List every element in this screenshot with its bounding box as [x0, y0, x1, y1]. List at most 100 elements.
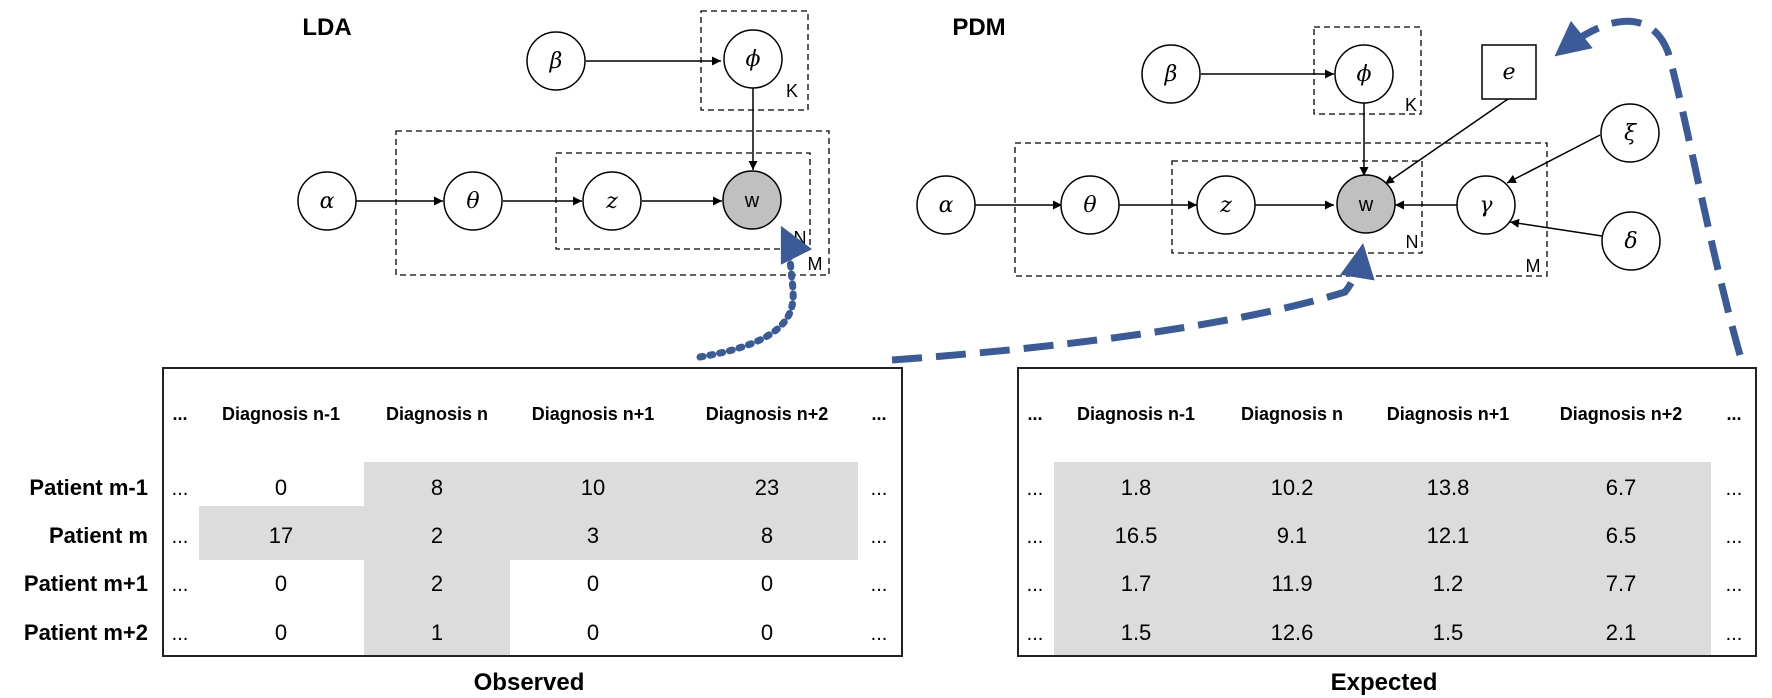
- observed-highlight-row-1: [364, 462, 858, 506]
- pdm-edge-xi-gamma: [1506, 134, 1601, 184]
- observed-cell: 1: [431, 620, 443, 645]
- pdm-node-e-label: e: [1502, 60, 1515, 85]
- observed-cell: 8: [431, 475, 443, 500]
- expected-cell: 6.7: [1606, 475, 1637, 500]
- lda-node-alpha: [297, 171, 357, 231]
- expected-cell: 6.5: [1606, 523, 1637, 548]
- observed-ellipsis-header-right: ...: [871, 404, 886, 424]
- lda-plate-m-label: M: [808, 254, 823, 274]
- pdm-node-beta: [1141, 44, 1201, 104]
- pdm-node-w-label: w: [1358, 194, 1374, 216]
- observed-cell: 3: [587, 523, 599, 548]
- pdm-plate-m: [1014, 142, 1548, 277]
- observed-cell: 17: [269, 523, 293, 548]
- observed-highlight-row-2: [199, 506, 858, 560]
- expected-header-n-minus-1: Diagnosis n-1: [1077, 404, 1195, 424]
- lda-node-theta-label: θ: [466, 189, 479, 214]
- pdm-plate-n-label: N: [1406, 232, 1419, 252]
- expected-header-n-plus-1: Diagnosis n+1: [1387, 404, 1510, 424]
- lda-node-theta: [443, 171, 503, 231]
- pdm-node-delta: [1601, 211, 1661, 271]
- expected-ellipsis-right: ...: [1726, 574, 1743, 596]
- lda-plate-k-label: K: [786, 81, 798, 101]
- pdm-node-z: [1196, 175, 1256, 235]
- expected-cell: 2.1: [1606, 620, 1637, 645]
- observed-header-n: Diagnosis n: [386, 404, 488, 424]
- observed-ellipsis-right: ...: [871, 526, 888, 548]
- lda-model: LDA K M N β ϕ α θ z w: [297, 10, 830, 276]
- observed-cell: 0: [275, 620, 287, 645]
- lda-node-w: [722, 170, 782, 230]
- observed-row-label: Patient m+1: [24, 571, 148, 596]
- expected-ellipsis-header-right: ...: [1726, 404, 1741, 424]
- pdm-node-theta: [1060, 175, 1120, 235]
- expected-caption: Expected: [1331, 669, 1438, 696]
- observed-cell: 0: [587, 620, 599, 645]
- expected-highlight: [1054, 462, 1711, 656]
- pdm-node-gamma: [1456, 175, 1516, 235]
- lda-title: LDA: [302, 14, 351, 41]
- pdm-plate-n: [1171, 160, 1423, 254]
- observed-table: ... Diagnosis n-1 Diagnosis n Diagnosis …: [24, 367, 903, 696]
- expected-table-border: [1017, 367, 1757, 657]
- observed-cell: 10: [581, 475, 605, 500]
- observed-cell: 0: [587, 571, 599, 596]
- expected-cell: 13.8: [1427, 475, 1470, 500]
- lda-plate-n-label: N: [794, 228, 807, 248]
- connector-arrows: [696, 17, 1744, 364]
- expected-cell: 7.7: [1606, 571, 1637, 596]
- expected-cell: 1.2: [1433, 571, 1464, 596]
- expected-ellipsis-left: ...: [1027, 574, 1044, 596]
- expected-ellipsis-left: ...: [1027, 623, 1044, 645]
- observed-highlight-column: [364, 560, 510, 656]
- expected-cell: 12.1: [1427, 523, 1470, 548]
- expected-ellipsis-left: ...: [1027, 526, 1044, 548]
- lda-plate-m: [395, 130, 830, 276]
- expected-table: ... Diagnosis n-1 Diagnosis n Diagnosis …: [1017, 367, 1757, 696]
- observed-header-n-plus-2: Diagnosis n+2: [706, 404, 829, 424]
- expected-cell: 12.6: [1271, 620, 1314, 645]
- pdm-plate-k-label: K: [1405, 95, 1417, 115]
- observed-row-label: Patient m-1: [29, 475, 148, 500]
- observed-cell: 0: [275, 571, 287, 596]
- observed-ellipsis-header-left: ...: [172, 404, 187, 424]
- expected-cell: 1.7: [1121, 571, 1152, 596]
- pdm-node-e: [1481, 44, 1537, 100]
- expected-ellipsis-header-left: ...: [1027, 404, 1042, 424]
- observed-table-border: [162, 367, 903, 657]
- pdm-title: PDM: [952, 14, 1005, 41]
- pdm-edge-delta-gamma: [1509, 218, 1603, 237]
- lda-node-z: [582, 171, 642, 231]
- pdm-plate-m-label: M: [1526, 256, 1541, 276]
- lda-node-w-label: w: [744, 190, 760, 212]
- observed-ellipsis-right: ...: [871, 574, 888, 596]
- pdm-node-alpha-label: α: [939, 193, 954, 218]
- observed-cell: 2: [431, 571, 443, 596]
- pdm-node-phi: [1334, 44, 1394, 104]
- expected-header-n: Diagnosis n: [1241, 404, 1343, 424]
- observed-cell: 8: [761, 523, 773, 548]
- observed-cell: 0: [761, 620, 773, 645]
- observed-cell: 0: [761, 571, 773, 596]
- pdm-node-xi: [1600, 103, 1660, 163]
- pdm-node-w: [1336, 174, 1396, 234]
- lda-node-phi: [723, 29, 783, 89]
- observed-ellipsis-right: ...: [871, 623, 888, 645]
- lda-node-phi-label: ϕ: [746, 47, 761, 72]
- observed-header-n-plus-1: Diagnosis n+1: [532, 404, 655, 424]
- observed-ellipsis-left: ...: [172, 526, 189, 548]
- expected-ellipsis-left: ...: [1027, 478, 1044, 500]
- observed-header-n-minus-1: Diagnosis n-1: [222, 404, 340, 424]
- expected-ellipsis-right: ...: [1726, 478, 1743, 500]
- expected-cell: 1.8: [1121, 475, 1152, 500]
- observed-ellipsis-left: ...: [172, 574, 189, 596]
- lda-node-beta-label: β: [549, 49, 563, 74]
- expected-cell: 9.1: [1277, 523, 1308, 548]
- observed-cell: 0: [275, 475, 287, 500]
- observed-row-label: Patient m: [49, 523, 148, 548]
- expected-header-n-plus-2: Diagnosis n+2: [1560, 404, 1683, 424]
- pdm-node-delta-label: δ: [1624, 229, 1637, 254]
- pdm-node-alpha: [916, 175, 976, 235]
- observed-cell: 23: [755, 475, 779, 500]
- observed-caption: Observed: [474, 669, 585, 696]
